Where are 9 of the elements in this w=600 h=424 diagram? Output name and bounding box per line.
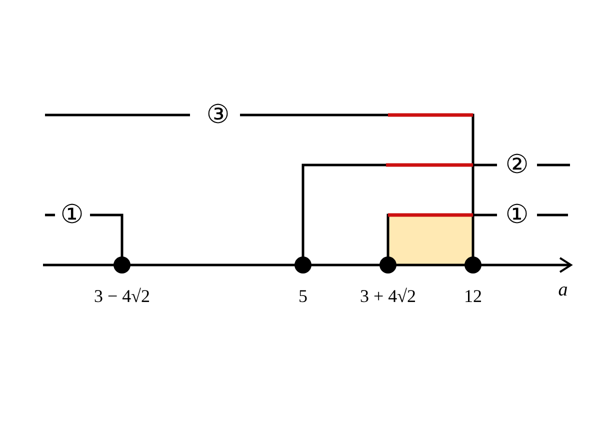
tick-label: 5 — [298, 287, 308, 305]
tick-label: 12 — [464, 287, 482, 305]
circled-number: ① — [60, 202, 84, 228]
tick-label: 3 + 4√2 — [360, 287, 416, 305]
tick-label: 3 − 4√2 — [94, 287, 150, 305]
axis-label: a — [558, 280, 568, 300]
circled-number: ① — [505, 202, 529, 228]
circled-number: ② — [505, 152, 529, 178]
circled-number: ③ — [206, 102, 230, 128]
